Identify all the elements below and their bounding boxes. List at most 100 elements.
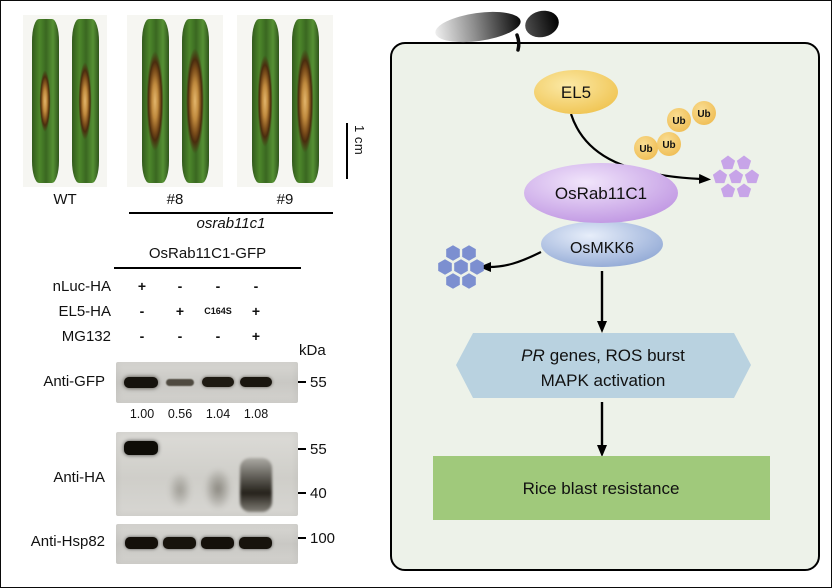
rice-leaf xyxy=(251,19,279,183)
blast-lesion xyxy=(257,55,273,147)
condition-row-el5: EL5-HA - + C164S + xyxy=(1,303,301,323)
rice-blast-fungus-icon xyxy=(435,10,559,52)
kda-unit-label: kDa xyxy=(299,342,326,359)
protein-smear xyxy=(204,468,232,510)
rice-leaf xyxy=(141,19,169,183)
protein-band xyxy=(125,537,158,549)
protein-band xyxy=(124,441,158,455)
defense-response-line2: MAPK activation xyxy=(541,371,666,390)
protein-band xyxy=(239,537,272,549)
pr-genes-italic: PR xyxy=(521,346,545,365)
anti-hsp82-blot xyxy=(116,524,298,564)
outcome-box xyxy=(433,456,770,520)
lane-symbol: + xyxy=(175,303,185,319)
marker-value: 40 xyxy=(310,484,327,502)
lane-symbol: - xyxy=(215,278,221,294)
size-marker: 100 xyxy=(298,529,336,547)
protein-smear xyxy=(168,472,192,508)
condition-label: EL5-HA xyxy=(58,303,111,320)
rice-leaf xyxy=(181,19,209,183)
genotype-label: osrab11c1 xyxy=(196,215,266,232)
blast-lesion xyxy=(296,49,314,153)
osrab11c1-ellipse xyxy=(524,163,678,223)
antibody-label-hsp82: Anti-Hsp82 xyxy=(30,533,105,550)
lane-symbol: - xyxy=(177,278,183,294)
lane-symbol: - xyxy=(139,303,145,319)
outcome-label: Rice blast resistance xyxy=(523,479,680,498)
lane-symbol: + xyxy=(137,278,147,294)
protein-band xyxy=(240,377,272,387)
defense-response-line1: PR genes, ROS burst xyxy=(521,346,685,365)
response-line1-text: genes, ROS burst xyxy=(550,346,685,365)
blast-lesion xyxy=(39,70,51,132)
pathway-panel-frame xyxy=(390,42,820,571)
construct-label: OsRab11C1-GFP xyxy=(148,245,267,262)
label-line8: #8 xyxy=(166,191,184,208)
el5-label: EL5 xyxy=(561,83,591,102)
antibody-label-ha: Anti-HA xyxy=(53,469,105,486)
leaf-photo-wt xyxy=(23,15,107,187)
degradation-arrow xyxy=(479,251,542,272)
ub-icon xyxy=(657,132,681,156)
protein-band xyxy=(166,379,194,386)
marker-tick xyxy=(298,448,306,450)
protein-band xyxy=(201,537,234,549)
band-quantification: 1.00 xyxy=(129,407,155,421)
leaf-photo-line9 xyxy=(237,15,333,187)
construct-underline xyxy=(114,267,301,269)
band-quantification: 1.04 xyxy=(205,407,231,421)
band-quantification: 0.56 xyxy=(167,407,193,421)
ub-icon xyxy=(667,108,691,132)
osmkk6-label: OsMKK6 xyxy=(570,240,634,257)
ub-label: Ub xyxy=(697,109,710,120)
condition-row-nluc: nLuc-HA + - - - xyxy=(1,278,301,298)
protein-smear xyxy=(240,458,272,512)
leaf-photo-line8 xyxy=(127,15,223,187)
blast-lesion xyxy=(78,62,92,140)
rice-leaf xyxy=(71,19,99,183)
ub-label: Ub xyxy=(662,140,675,151)
anti-gfp-blot xyxy=(116,362,298,403)
ubiquitination-arrow xyxy=(569,113,711,184)
blast-lesion xyxy=(186,48,204,154)
pathway-diagram: EL5 Ub Ub Ub Ub OsRab11C1 OsMKK6 xyxy=(390,10,820,571)
defense-response-banner xyxy=(456,333,751,398)
marker-tick xyxy=(298,381,306,383)
protein-band xyxy=(202,377,234,387)
ub-label: Ub xyxy=(672,116,685,127)
marker-value: 55 xyxy=(310,373,327,391)
rice-leaf xyxy=(291,19,319,183)
size-marker: 40 xyxy=(298,484,327,502)
ub-icon xyxy=(692,101,716,125)
condition-row-mg132: MG132 - - - + xyxy=(1,328,301,348)
label-wt: WT xyxy=(53,191,77,208)
lane-symbol: - xyxy=(177,328,183,344)
ub-label: Ub xyxy=(639,144,652,155)
condition-label: MG132 xyxy=(61,328,111,345)
blast-lesion xyxy=(146,51,164,151)
genotype-underline xyxy=(129,212,333,214)
marker-value: 100 xyxy=(310,529,336,547)
marker-tick xyxy=(298,537,306,539)
condition-label: nLuc-HA xyxy=(52,278,111,295)
protein-band xyxy=(163,537,196,549)
lane-symbol: - xyxy=(253,278,259,294)
el5-ellipse xyxy=(534,70,618,114)
anti-ha-blot xyxy=(116,432,298,516)
scale-bar-label: 1 cm xyxy=(352,125,367,156)
degraded-protein-fragments-blue xyxy=(438,245,484,289)
osmkk6-ellipse xyxy=(541,221,663,267)
ubiquitin-chain: Ub Ub Ub Ub xyxy=(634,101,716,160)
size-marker: 55 xyxy=(298,373,327,391)
scale-bar xyxy=(346,123,348,179)
lane-symbol: C164S xyxy=(204,306,232,316)
lane-symbol: + xyxy=(251,328,261,344)
antibody-label-gfp: Anti-GFP xyxy=(43,373,105,390)
rice-leaf xyxy=(31,19,59,183)
osrab11c1-label: OsRab11C1 xyxy=(555,184,647,203)
lane-symbol: - xyxy=(139,328,145,344)
lane-symbol: - xyxy=(215,328,221,344)
ub-icon xyxy=(634,136,658,160)
degraded-protein-fragments-purple xyxy=(712,155,760,198)
